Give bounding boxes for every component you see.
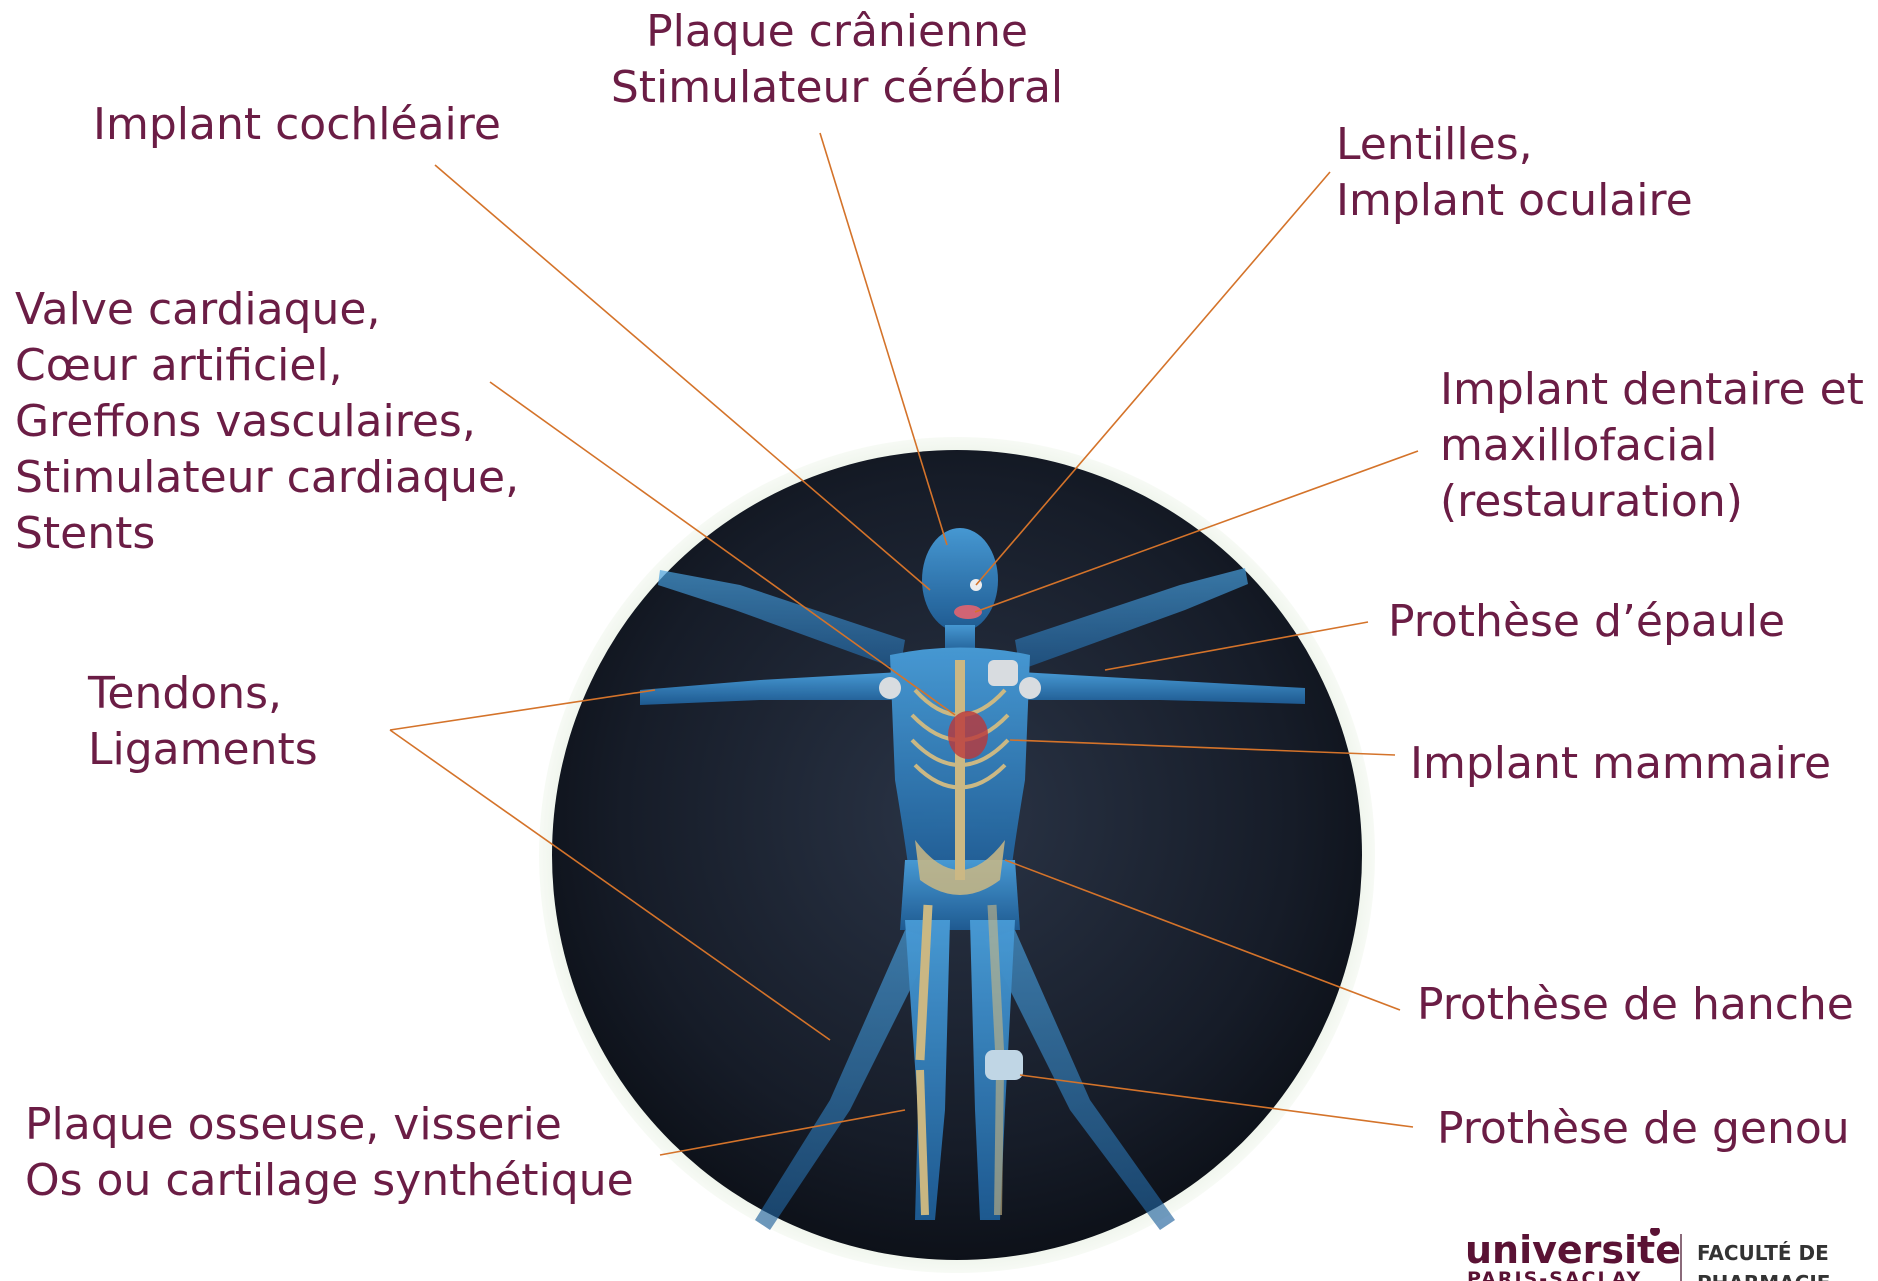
label-bone: Plaque osseuse, visserie Os ou cartilage… xyxy=(25,1097,634,1209)
label-cardiac: Valve cardiaque, Cœur artificiel, Greffo… xyxy=(15,282,519,562)
label-cochlear: Implant cochléaire xyxy=(93,97,501,153)
logo-university-text: universite xyxy=(1465,1228,1681,1272)
label-knee: Prothèse de genou xyxy=(1437,1101,1850,1157)
logo-faculty-line2: PHARMACIE xyxy=(1697,1268,1830,1281)
label-dental: Implant dentaire et maxillofacial (resta… xyxy=(1440,362,1864,530)
label-tendons-line1: Tendons, xyxy=(88,666,318,722)
logo-separator xyxy=(1680,1234,1682,1281)
logo-faculty: FACULTÉ DE PHARMACIE xyxy=(1697,1238,1830,1281)
label-shoulder: Prothèse d’épaule xyxy=(1388,594,1785,650)
label-cardiac-line1: Valve cardiaque, xyxy=(15,282,519,338)
label-cardiac-line5: Stents xyxy=(15,506,519,562)
label-eye: Lentilles, Implant oculaire xyxy=(1336,117,1693,229)
label-bone-line2: Os ou cartilage synthétique xyxy=(25,1153,634,1209)
label-cranial-line1: Plaque crânienne xyxy=(607,4,1067,60)
label-cranial: Plaque crânienne Stimulateur cérébral xyxy=(607,4,1067,116)
label-tendons-line2: Ligaments xyxy=(88,722,318,778)
label-breast-line1: Implant mammaire xyxy=(1410,736,1831,792)
label-cochlear-line1: Implant cochléaire xyxy=(93,97,501,153)
label-cranial-line2: Stimulateur cérébral xyxy=(607,60,1067,116)
label-dental-line1: Implant dentaire et xyxy=(1440,362,1864,418)
label-cardiac-line4: Stimulateur cardiaque, xyxy=(15,450,519,506)
label-hip-line1: Prothèse de hanche xyxy=(1417,977,1854,1033)
logo-subtitle: PARIS-SACLAY xyxy=(1467,1268,1642,1281)
label-eye-line1: Lentilles, xyxy=(1336,117,1693,173)
label-shoulder-line1: Prothèse d’épaule xyxy=(1388,594,1785,650)
label-knee-line1: Prothèse de genou xyxy=(1437,1101,1850,1157)
label-cardiac-line2: Cœur artificiel, xyxy=(15,338,519,394)
label-bone-line1: Plaque osseuse, visserie xyxy=(25,1097,634,1153)
label-cardiac-line3: Greffons vasculaires, xyxy=(15,394,519,450)
university-logo: universite PARIS-SACLAY FACULTÉ DE PHARM… xyxy=(1455,1228,1875,1281)
label-tendons: Tendons, Ligaments xyxy=(88,666,318,778)
label-dental-line3: (restauration) xyxy=(1440,474,1864,530)
logo-faculty-line1: FACULTÉ DE xyxy=(1697,1238,1830,1268)
label-hip: Prothèse de hanche xyxy=(1417,977,1854,1033)
label-dental-line2: maxillofacial xyxy=(1440,418,1864,474)
label-breast: Implant mammaire xyxy=(1410,736,1831,792)
label-eye-line2: Implant oculaire xyxy=(1336,173,1693,229)
